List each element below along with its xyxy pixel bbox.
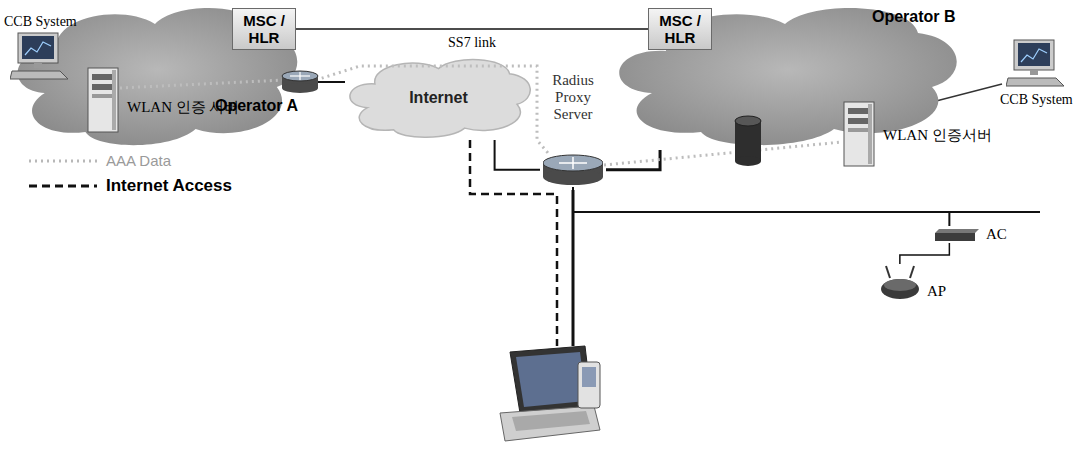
- server-icon: [86, 66, 120, 134]
- node-label: Radius Proxy Server: [540, 72, 606, 123]
- aaa-data-path: [120, 80, 284, 88]
- internet-cloud: Internet: [345, 55, 532, 140]
- ap-icon: [880, 264, 920, 300]
- computer-icon: [1006, 38, 1066, 88]
- node-label: MSC / HLR: [654, 12, 706, 46]
- database-cylinder: [735, 116, 761, 166]
- ccb-system: CCB System: [4, 14, 77, 81]
- legend-sample: [28, 179, 98, 193]
- laptop: [500, 346, 600, 441]
- legend-label: Internet Access: [106, 176, 232, 196]
- radius-proxy-server: Radius Proxy Server: [540, 72, 606, 187]
- node-label: Operator B: [872, 8, 956, 26]
- access-wire: [572, 190, 575, 346]
- connector-line: [573, 187, 949, 226]
- access-point: AP: [880, 264, 946, 300]
- computer-icon: [10, 31, 70, 81]
- node-label: AP: [927, 283, 946, 300]
- connector-line: [296, 28, 648, 30]
- node-label: MSC / HLR: [238, 12, 290, 46]
- legend: AAA DataInternet Access: [28, 152, 232, 202]
- node-label: CCB System: [4, 14, 77, 30]
- aaa-data-path: [316, 66, 548, 153]
- router-symbol: [282, 71, 318, 93]
- msc-hlr-box: MSC / HLR: [648, 8, 712, 50]
- connector-line: [900, 243, 950, 264]
- msc-hlr-box: MSC / HLR: [232, 8, 296, 50]
- legend-entry: Internet Access: [28, 176, 232, 196]
- ac-icon: [935, 227, 979, 243]
- auth-server: WLAN 인증 서버: [86, 66, 240, 134]
- link-label: SS7 link: [446, 35, 498, 51]
- node-label: WLAN 인증 서버: [127, 99, 240, 116]
- edge-label-box: SS7 link: [446, 35, 498, 51]
- aaa-data-path: [604, 142, 842, 165]
- server-icon: [842, 100, 876, 168]
- node-label: Internet: [409, 89, 468, 107]
- node-label: CCB System: [1000, 92, 1073, 108]
- connector-line: [495, 140, 540, 170]
- auth-server: WLAN 인증서버: [842, 100, 992, 168]
- node-label: WLAN 인증서버: [883, 127, 992, 144]
- access-controller: AC: [935, 226, 1007, 243]
- router-icon: [543, 153, 603, 187]
- legend-entry: AAA Data: [28, 152, 232, 170]
- pda: [578, 362, 600, 408]
- node-label: AC: [986, 226, 1007, 243]
- ccb-system: CCB System: [1000, 38, 1073, 108]
- legend-label: AAA Data: [106, 152, 171, 170]
- legend-sample: [28, 154, 98, 168]
